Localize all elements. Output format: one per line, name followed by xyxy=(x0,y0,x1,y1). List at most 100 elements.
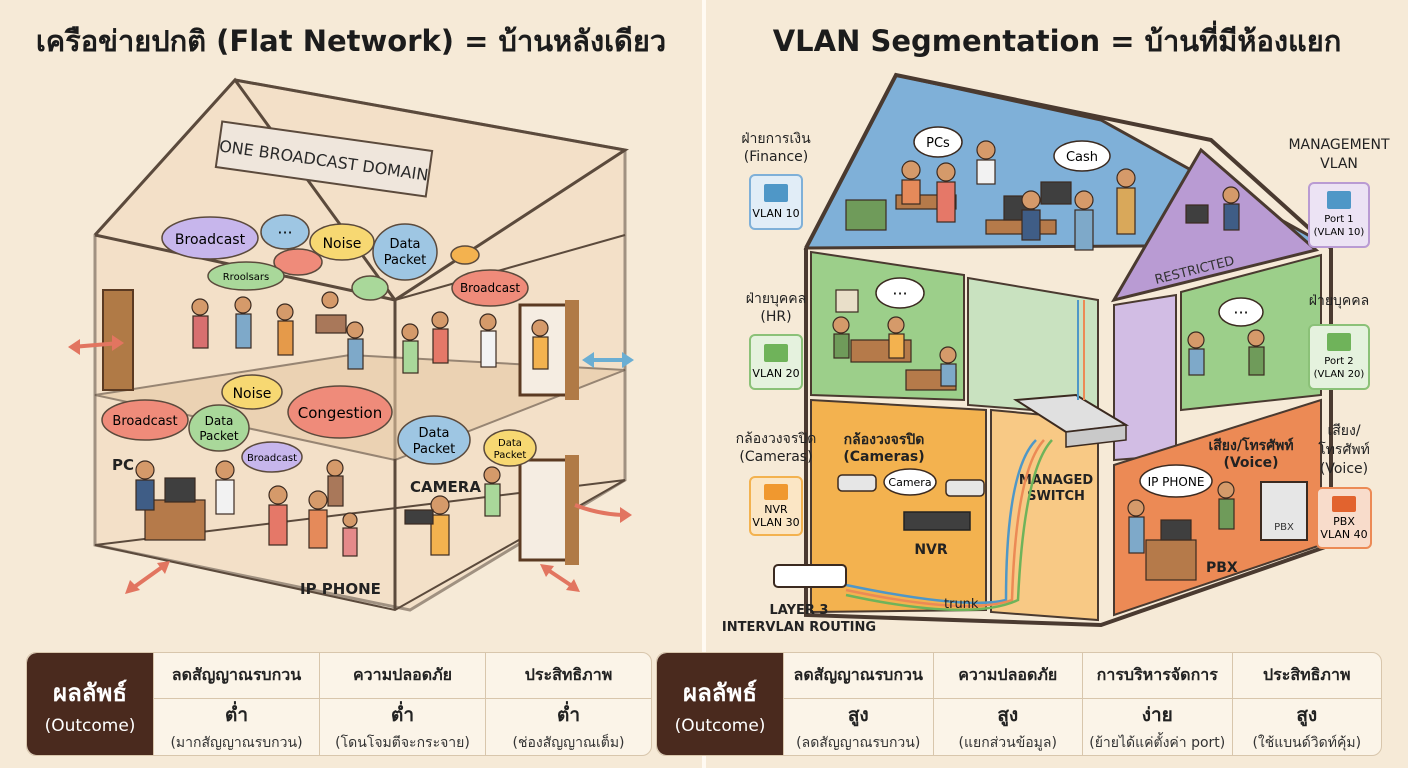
flat-outcome-table: ผลลัพธ์ (Outcome) ลดสัญญาณรบกวน ต่ำ(มากส… xyxy=(26,652,652,756)
people-downstairs xyxy=(135,459,501,557)
outcome-col-header: การบริหารจัดการ xyxy=(1083,653,1232,699)
svg-text:Broadcast: Broadcast xyxy=(175,232,246,248)
pbx-device: PBX xyxy=(1260,481,1308,541)
people-upstairs xyxy=(191,291,549,374)
outcome-head: ผลลัพธ์ (Outcome) xyxy=(657,653,783,755)
finance-port-label: VLAN 10 xyxy=(752,207,800,220)
outcome-note: (ลดสัญญาณรบกวน) xyxy=(796,735,921,751)
outcome-value: สูง xyxy=(847,704,869,726)
svg-text:Noise: Noise xyxy=(233,386,272,402)
layer3-label-2: INTERVLAN ROUTING xyxy=(722,620,876,635)
svg-text:···: ··· xyxy=(892,284,907,303)
hr-right-room-people xyxy=(1187,329,1265,376)
vlan-house-illustration: RESTRICTED xyxy=(722,72,1333,635)
svg-text:Camera: Camera xyxy=(888,476,931,489)
outcome-col-security: ความปลอดภัย ต่ำ(โดนโจมตีจะกระจาย) xyxy=(319,653,485,755)
svg-text:Packet: Packet xyxy=(199,429,239,443)
svg-text:Noise: Noise xyxy=(323,236,362,252)
bubble-noise-1: Noise xyxy=(309,223,375,261)
bubble-hr-right-dots: ··· xyxy=(1218,297,1264,327)
bubble-data-packet-3: Data Packet xyxy=(397,415,471,465)
bubble-hr-dots: ··· xyxy=(875,277,925,309)
outcome-note: (ย้ายได้แค่ตั้งค่า port) xyxy=(1089,735,1226,751)
bubble-data-packet-4: Data Packet xyxy=(483,429,537,467)
outcome-col-header: ความปลอดภัย xyxy=(933,653,1082,699)
hr-right-port-box: Port 2(VLAN 20) xyxy=(1308,324,1370,390)
svg-text:···: ··· xyxy=(277,223,292,242)
outcome-value: ต่ำ xyxy=(224,704,248,726)
voice-room-label-en: (Voice) xyxy=(1223,455,1278,471)
ethernet-port-icon xyxy=(764,483,788,500)
bubble-broadcast-4: Broadcast xyxy=(241,441,303,473)
camera-devices xyxy=(837,474,985,497)
bubble-data-packet-2: Data Packet xyxy=(188,404,250,452)
hr-right-port-label: Port 2(VLAN 20) xyxy=(1313,356,1365,380)
mgmt-port-box: Port 1(VLAN 10) xyxy=(1308,182,1370,248)
outcome-col-performance: ประสิทธิภาพ สูง(ใช้แบนด์วิดท์คุ้ม) xyxy=(1231,653,1381,755)
outcome-col-header: ประสิทธิภาพ xyxy=(486,653,651,699)
outcome-col-header: ลดสัญญาณรบกวน xyxy=(154,653,319,699)
outcome-head-th: ผลลัพธ์ xyxy=(683,678,757,707)
layer3-router xyxy=(773,564,847,588)
bubble-data-packet-1: Data Packet xyxy=(372,223,438,281)
outcome-value: ต่ำ xyxy=(556,704,580,726)
mgmt-port-label: Port 1(VLAN 10) xyxy=(1313,214,1365,238)
finance-port-box: VLAN 10 xyxy=(749,174,803,230)
outcome-value: ง่าย xyxy=(1141,704,1173,726)
hr-port-label: VLAN 20 xyxy=(752,367,800,380)
svg-text:Broadcast: Broadcast xyxy=(112,414,177,429)
svg-text:PBX: PBX xyxy=(1274,522,1294,533)
voice-label: เสียง/โทรศัพท์(Voice) xyxy=(1318,423,1370,477)
outcome-head-en: (Outcome) xyxy=(44,715,136,736)
outcome-col-noise: ลดสัญญาณรบกวน ต่ำ (มากสัญญาณรบกวน) xyxy=(153,653,319,755)
ethernet-port-icon xyxy=(1327,191,1351,209)
ethernet-port-icon xyxy=(764,184,788,202)
voice-room-label-th: เสียง/โทรศัพท์ xyxy=(1208,436,1293,454)
bubble-congestion: Congestion xyxy=(287,385,393,439)
bubble-ip-phone: IP PHONE xyxy=(1139,464,1213,498)
vlan-outcome-table: ผลลัพธ์ (Outcome) ลดสัญญาณรบกวน สูง (ลดสั… xyxy=(656,652,1382,756)
flat-network-house-illustration: ONE BROADCAST DOMAIN xyxy=(68,77,634,612)
pc-label: PC xyxy=(112,456,134,474)
leak-arrow-right-bottom xyxy=(574,503,632,523)
flat-network-title: เครือข่ายปกติ (Flat Network) = บ้านหลังเ… xyxy=(35,24,667,58)
bubble-pcs: PCs xyxy=(913,126,963,158)
ip-phone-label: IP PHONE xyxy=(300,580,381,598)
nvr-device: NVR xyxy=(903,511,971,558)
hr-right-label: ฝ่ายบุคคล xyxy=(1308,293,1370,309)
outcome-note: (มากสัญญาณรบกวน) xyxy=(170,735,303,751)
outcome-col-header: ลดสัญญาณรบกวน xyxy=(784,653,933,699)
outcome-note: (ช่องสัญญาณเต็ม) xyxy=(512,735,625,751)
outcome-value: สูง xyxy=(997,704,1019,726)
pbx-label: PBX xyxy=(1206,560,1238,576)
svg-text:PCs: PCs xyxy=(926,136,950,151)
side-hr: ฝ่ายบุคคล(HR) VLAN 20 xyxy=(726,290,826,390)
ethernet-port-icon xyxy=(1332,495,1356,512)
hr-port-box: VLAN 20 xyxy=(749,334,803,390)
cameras-room-label-th: กล้องวงจรปิด xyxy=(844,432,925,448)
bubble-scribble: Rroolsars xyxy=(207,261,285,291)
hr-room-people xyxy=(832,289,957,391)
svg-text:Data: Data xyxy=(389,237,420,252)
trunk-label: trunk xyxy=(944,597,979,612)
layer3-label-1: LAYER 3 xyxy=(770,603,829,618)
camera-label: CAMERA xyxy=(410,478,481,496)
svg-text:Data: Data xyxy=(498,438,522,449)
bubble-broadcast-1: Broadcast xyxy=(161,216,259,260)
svg-text:Packet: Packet xyxy=(384,253,427,268)
bubble-broadcast-2: Broadcast xyxy=(451,269,529,307)
finance-label: ฝ่ายการเงิน(Finance) xyxy=(741,131,811,165)
side-hr-right: ฝ่ายบุคคล Port 2(VLAN 20) xyxy=(1284,290,1394,390)
outcome-value: สูง xyxy=(1296,704,1318,726)
svg-text:Congestion: Congestion xyxy=(298,404,382,422)
bubble-dots: ··· xyxy=(260,214,310,250)
outcome-col-noise: ลดสัญญาณรบกวน สูง (ลดสัญญาณรบกวน) xyxy=(783,653,933,755)
outcome-col-security: ความปลอดภัย สูง(แยกส่วนข้อมูล) xyxy=(932,653,1082,755)
outcome-col-header: ประสิทธิภาพ xyxy=(1232,653,1381,699)
